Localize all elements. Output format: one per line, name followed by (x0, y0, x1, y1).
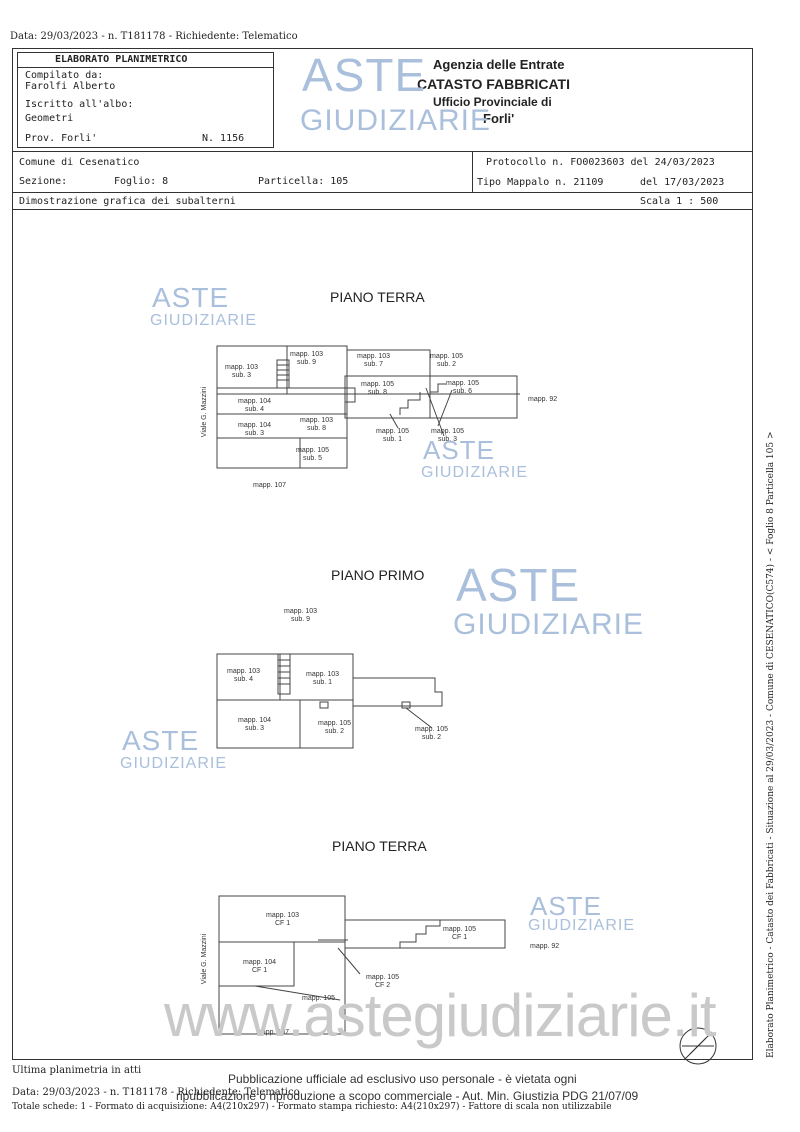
compiler-box (17, 52, 274, 148)
ultima-planimetria: Ultima planimetria in atti (12, 1065, 142, 1076)
catasto-title: CATASTO FABBRICATI (417, 76, 570, 92)
scala-field: Scala 1 : 500 (640, 196, 719, 207)
p3-label-105: mapp. 105 (302, 995, 336, 1002)
bottom-date-line: Data: 29/03/2023 - n. T181178 - Richiede… (12, 1087, 300, 1098)
dimostrazione-label: Dimostrazione grafica dei subalterni (19, 196, 236, 207)
compilato-name: Farolfi Alberto (25, 81, 116, 92)
publication-notice-2: ripubblicazione o riproduzione a scopo c… (176, 1089, 639, 1103)
comune-field: Comune di Cesenatico (19, 157, 140, 168)
agency-name: Agenzia delle Entrate (433, 57, 565, 72)
watermark-aste-3: ASTE (456, 559, 581, 611)
side-vertical-text: Elaborato Planimetrico - Catasto dei Fab… (766, 431, 776, 1058)
watermark-giudiziarie-3: GIUDIZIARIE (453, 608, 645, 641)
publication-notice-1: Pubblicazione ufficiale ad esclusivo uso… (228, 1072, 577, 1086)
floor-plan-piano-terra-cf (218, 895, 506, 1035)
document-frame (12, 48, 753, 1060)
p3-street-label: Viale G. Mazzini (201, 933, 209, 985)
floor-plan-piano-terra (216, 345, 520, 469)
sezione-label: Sezione: (19, 176, 68, 187)
foglio-field: Foglio: 8 (114, 176, 169, 187)
province-label: Prov. Forli' (25, 133, 98, 144)
p3-label-107: mapp. 107 (256, 1029, 290, 1036)
ufficio-label: Ufficio Provinciale di (433, 95, 552, 109)
protocollo-field: Protocollo n. FO0023603 del 24/03/2023 (486, 157, 715, 168)
tipo-mappale-date: del 17/03/2023 (640, 177, 725, 188)
watermark-giudiziarie-4: GIUDIZIARIE (120, 755, 228, 772)
tipo-mappale-field: Tipo Mappalo n. 21109 (477, 177, 604, 188)
watermark-aste-header: ASTE (302, 49, 427, 101)
p1-label-92: mapp. 92 (528, 396, 558, 403)
top-date-line: Data: 29/03/2023 - n. T181178 - Richiede… (10, 31, 298, 42)
watermark-giudiziarie-1: GIUDIZIARIE (150, 312, 258, 329)
compilato-label: Compilato da: (25, 70, 104, 81)
particella-field: Particella: 105 (258, 176, 349, 187)
watermark-website: www.astegiudiziarie.it (164, 982, 717, 1049)
elaborato-title: ELABORATO PLANIMETRICO (55, 54, 188, 65)
section-title-piano-terra-1: PIANO TERRA (330, 289, 425, 305)
ufficio-city: Forli' (483, 111, 515, 126)
bottom-totale-line: Totale schede: 1 - Formato di acquisizio… (12, 1102, 612, 1112)
iscritto-label: Iscritto all'albo: (25, 99, 134, 110)
albo-number: N. 1156 (202, 133, 245, 144)
iscritto-value: Geometri (25, 113, 74, 124)
p1-label-107: mapp. 107 (253, 482, 287, 489)
north-arrow-icon (679, 1027, 717, 1065)
watermark-aste-4: ASTE (122, 725, 200, 756)
p1-street-label: Viale G. Mazzini (201, 386, 209, 438)
watermark-aste-5: ASTE (530, 891, 602, 921)
watermark-aste-1: ASTE (152, 282, 230, 313)
watermark-giudiziarie-2: GIUDIZIARIE (421, 464, 529, 481)
section-title-piano-terra-2: PIANO TERRA (332, 838, 427, 854)
p3-label-92: mapp. 92 (530, 943, 560, 950)
section-title-piano-primo: PIANO PRIMO (331, 567, 425, 583)
watermark-giudiziarie-5: GIUDIZIARIE (528, 917, 636, 934)
watermark-aste-2: ASTE (423, 435, 495, 465)
floor-plan-piano-primo (216, 653, 443, 749)
watermark-giudiziarie-header: GIUDIZIARIE (300, 104, 492, 137)
